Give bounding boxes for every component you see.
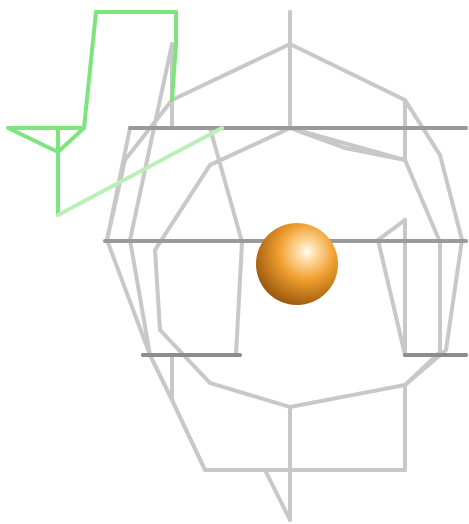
central-ion-sphere xyxy=(256,223,338,305)
cage-bottom-left-strut xyxy=(172,400,290,520)
green-ligand-fragment xyxy=(8,12,222,215)
cage-left-column xyxy=(130,44,172,400)
green-fragment-left-post xyxy=(84,12,96,128)
green-fragment-arm xyxy=(8,128,84,152)
